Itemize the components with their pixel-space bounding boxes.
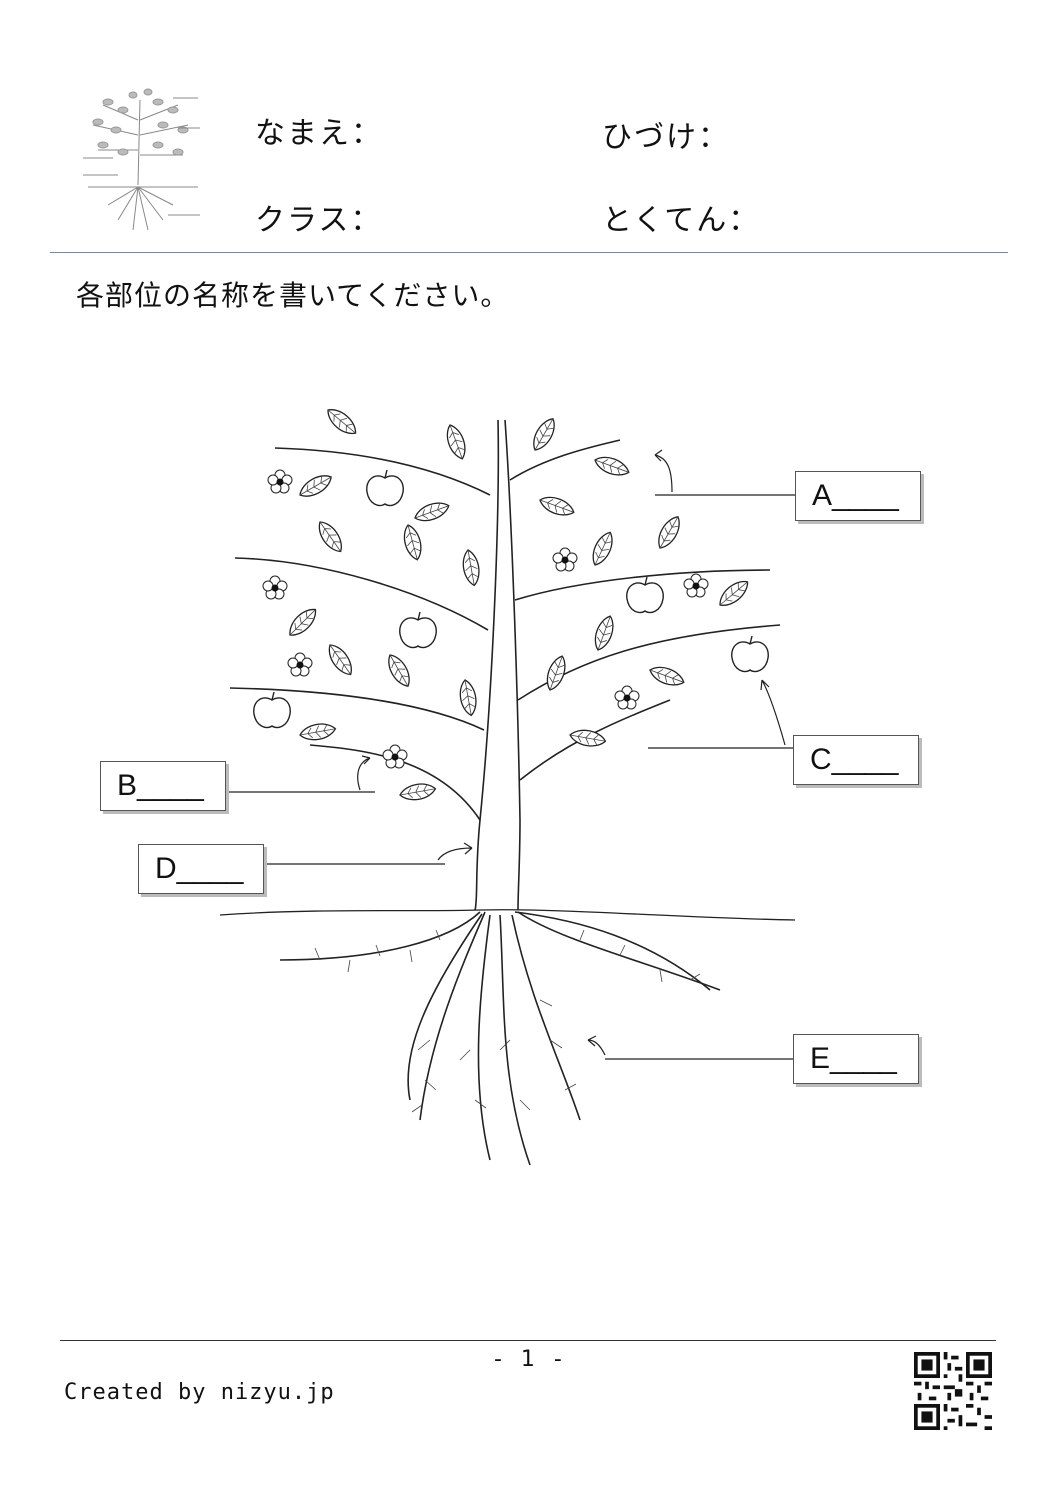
page-number: - 1 - — [494, 1347, 568, 1372]
credit-text: Created by nizyu.jp — [64, 1380, 335, 1405]
label-c-text: C____ — [810, 743, 899, 776]
instruction-text: 各部位の名称を書いてください。 — [76, 279, 510, 312]
score-label: とくてん： — [602, 203, 761, 238]
footer-divider — [60, 1340, 996, 1341]
label-e-text: E____ — [810, 1042, 897, 1075]
class-label: クラス： — [255, 203, 383, 238]
tree-thumbnail-icon — [83, 88, 200, 231]
date-label: ひづけ： — [602, 120, 730, 155]
qr-code-icon[interactable] — [914, 1352, 992, 1430]
name-label: なまえ： — [255, 116, 383, 151]
label-box-e[interactable]: E____ — [793, 1034, 919, 1084]
label-d-text: D____ — [155, 852, 244, 885]
header-divider — [50, 252, 1008, 253]
label-box-a[interactable]: A____ — [795, 471, 921, 521]
label-box-d[interactable]: D____ — [138, 844, 264, 894]
tree-diagram — [219, 403, 796, 1166]
label-box-b[interactable]: B____ — [100, 761, 226, 811]
label-a-text: A____ — [812, 479, 899, 512]
label-box-c[interactable]: C____ — [793, 735, 919, 785]
label-b-text: B____ — [117, 769, 204, 802]
